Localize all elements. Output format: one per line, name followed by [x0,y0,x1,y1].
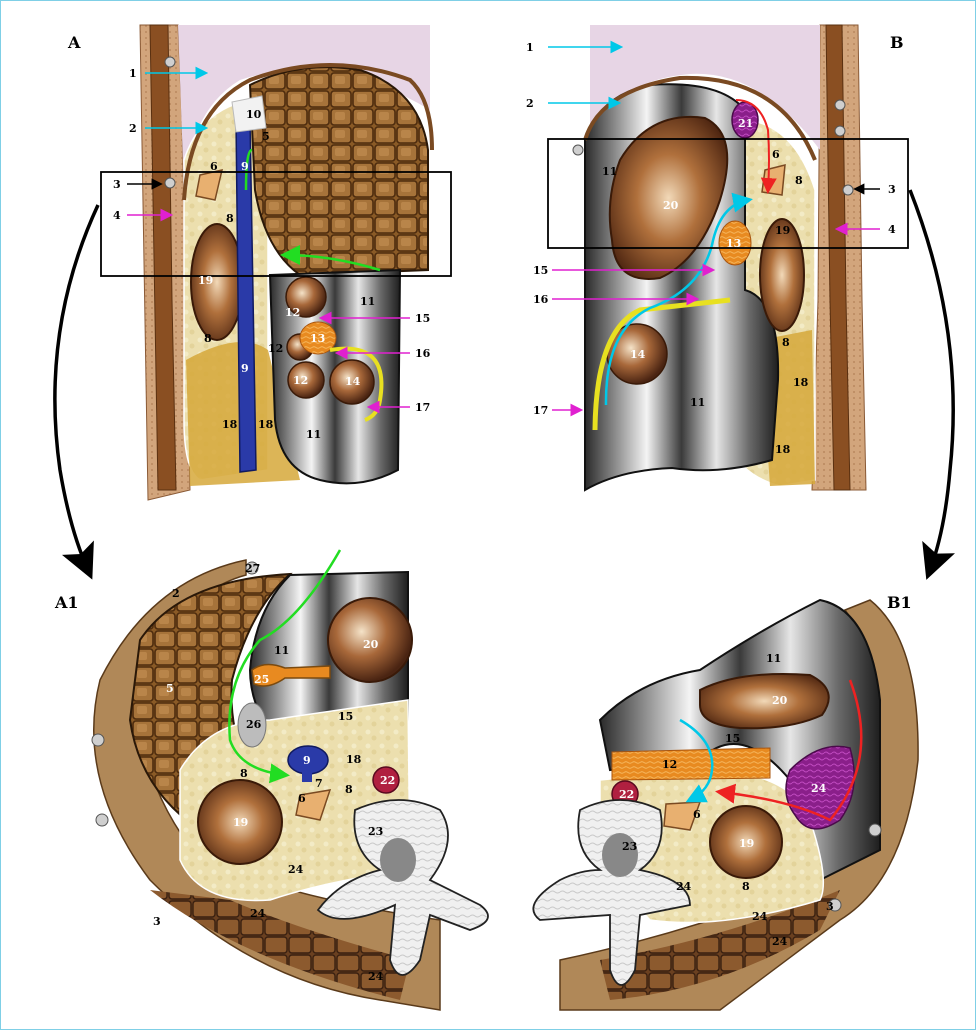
label-a1-27: 27 [245,562,260,575]
label-a-1: 1 [129,67,137,80]
label-a-18b: 18 [258,418,274,431]
panel-a [101,25,451,500]
panel-a1 [92,550,488,1010]
label-b-11: 11 [602,165,617,178]
label-b-15: 15 [533,264,548,277]
label-a1-11: 11 [274,644,289,657]
label-a-13: 13 [310,332,325,345]
adrenal-b [762,165,785,195]
ivc-stem-a1 [302,770,312,782]
label-a1-9: 9 [303,754,311,767]
panel-label-a1: A1 [54,593,79,612]
label-a1-19: 19 [233,816,248,829]
label-b1-19: 19 [739,837,754,850]
label-a1-25: 25 [254,673,269,686]
label-a1-2: 2 [172,587,180,600]
label-b-20: 20 [663,199,679,212]
label-a-10: 10 [246,108,262,121]
label-a-12: 12 [285,306,300,319]
label-a-9: 9 [241,160,249,173]
label-b-14: 14 [630,348,646,361]
label-a-5: 5 [262,130,270,143]
label-a-12b: 12 [268,342,283,355]
label-a-11b: 11 [306,428,321,441]
stomach-b1 [700,674,829,728]
label-b1-22: 22 [619,788,634,801]
spinal-canal-a1 [380,838,416,882]
label-b1-24c: 24 [772,935,788,948]
curved-arrow-b [910,190,953,570]
label-a1-3: 3 [153,915,161,928]
label-a1-26: 26 [246,718,262,731]
label-a-19: 19 [198,274,213,287]
label-a1-5: 5 [166,682,174,695]
label-a1-7: 7 [315,777,323,790]
label-a-18: 18 [222,418,238,431]
label-b-8: 8 [795,174,803,187]
label-b1-24d: 24 [811,782,827,795]
label-b1-24: 24 [676,880,692,893]
label-b1-15: 15 [725,732,740,745]
label-a1-8b: 8 [345,783,353,796]
label-a1-6: 6 [298,792,306,805]
label-b1-11: 11 [766,652,781,665]
label-b-4: 4 [888,223,896,236]
label-b-8b: 8 [782,336,790,349]
label-b1-20: 20 [772,694,788,707]
curved-arrow-a [55,205,98,570]
panel-b [548,25,908,490]
label-b1-23: 23 [622,840,637,853]
label-b1-12: 12 [662,758,677,771]
label-a-14: 14 [345,375,361,388]
label-b1-6: 6 [693,808,701,821]
label-b-21: 21 [738,117,753,130]
label-b-17: 17 [533,404,548,417]
label-a-9b: 9 [241,362,249,375]
label-b1-3: 3 [826,900,834,913]
panel-label-a: A [67,33,81,52]
label-b-18: 18 [793,376,809,389]
label-a1-24c: 24 [368,970,384,983]
label-a-12c: 12 [293,374,308,387]
label-b-16: 16 [533,293,549,306]
panel-label-b: B [890,33,904,52]
label-b-2: 2 [526,97,534,110]
panel-b1 [533,600,918,1010]
label-a1-22: 22 [380,774,395,787]
label-a-17: 17 [415,401,430,414]
label-b1-8: 8 [742,880,750,893]
label-a1-18: 18 [346,753,362,766]
label-a1-8: 8 [240,767,248,780]
liver-a [250,67,428,275]
label-a-4: 4 [113,209,121,222]
label-a-16: 16 [415,347,431,360]
label-a-8b: 8 [204,332,212,345]
label-a1-24: 24 [288,863,304,876]
label-b-1: 1 [526,41,534,54]
label-a-11: 11 [360,295,375,308]
label-b-6: 6 [772,148,780,161]
label-b1-24b: 24 [752,910,768,923]
label-a1-23: 23 [368,825,383,838]
label-b-18b: 18 [775,443,791,456]
label-a1-20: 20 [363,638,379,651]
label-a-3: 3 [113,178,121,191]
panel-label-b1: B1 [887,593,912,612]
label-a-6: 6 [210,160,218,173]
label-b-11b: 11 [690,396,705,409]
label-b-13: 13 [726,237,741,250]
label-a-2: 2 [129,122,137,135]
pancreas-b1 [612,748,770,780]
label-a1-24b: 24 [250,907,266,920]
label-b-19: 19 [775,224,790,237]
label-b-3: 3 [888,183,896,196]
label-a-15: 15 [415,312,430,325]
label-a1-15: 15 [338,710,353,723]
label-a-8: 8 [226,212,234,225]
